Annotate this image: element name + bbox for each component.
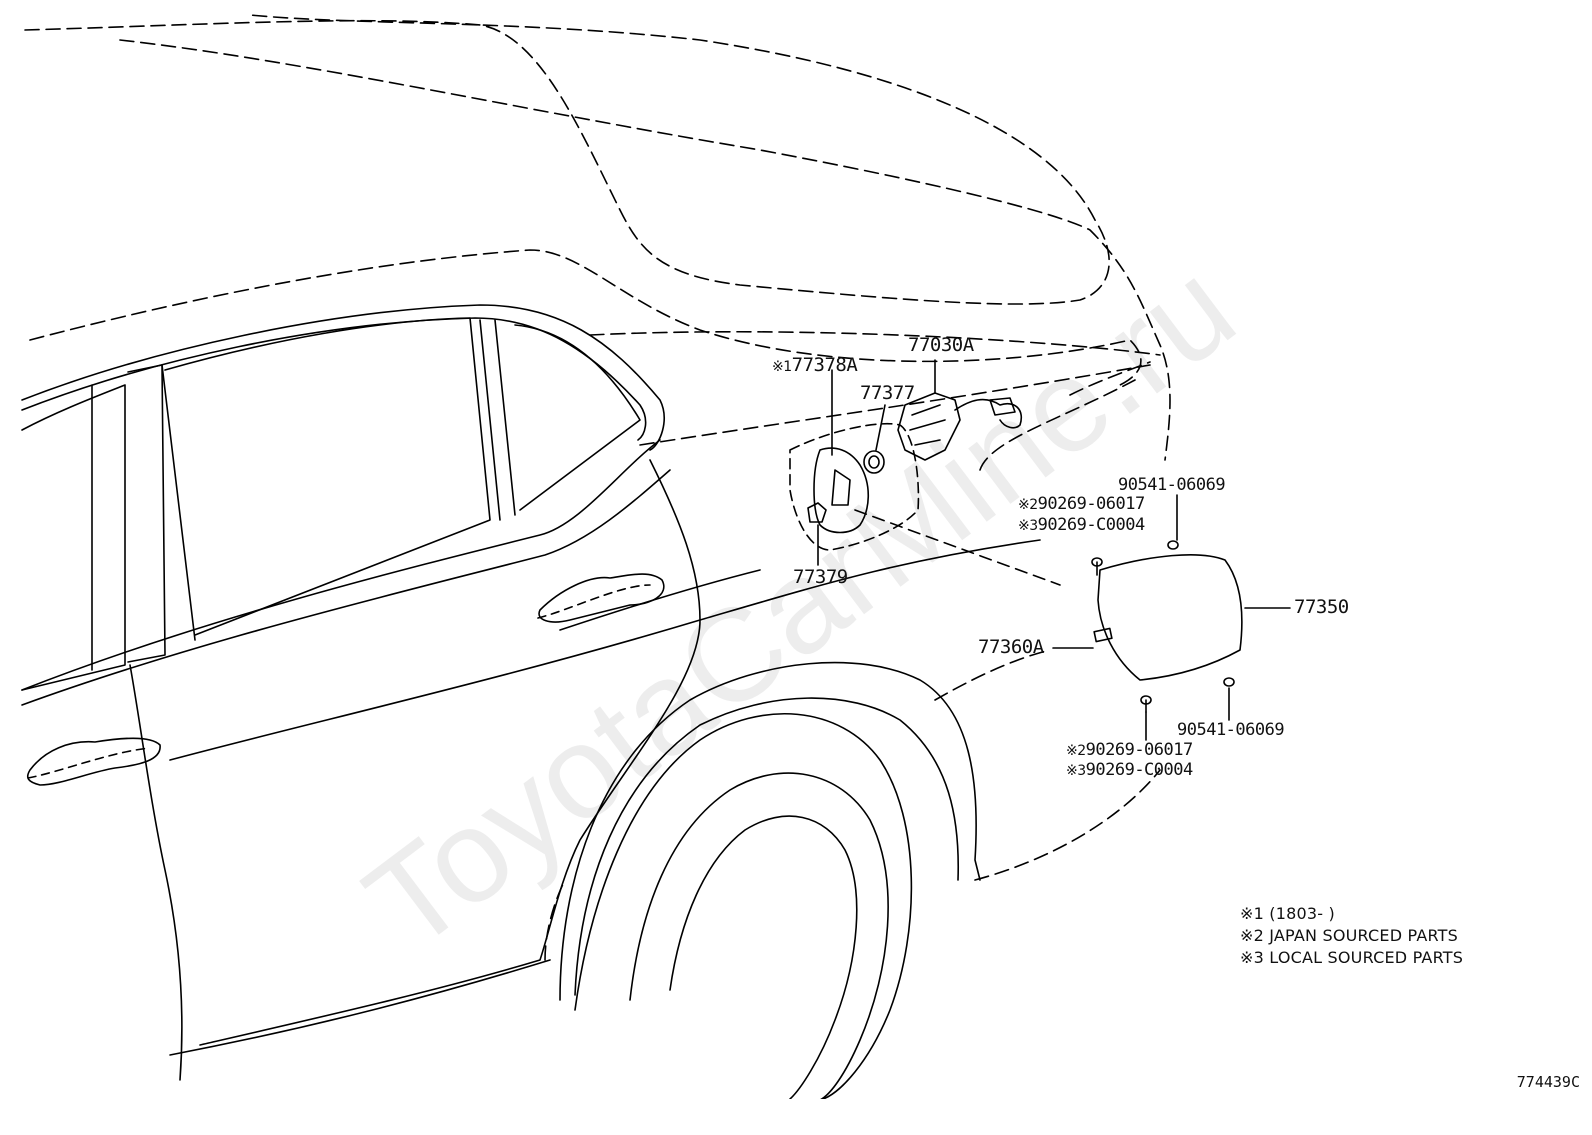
legend-note-1: ※1 (1803- ) [1240,904,1335,923]
label-77360A: 77360A [978,636,1044,658]
wheel-arch [559,661,981,1001]
rear-top-line [1069,361,1151,396]
belt-line-2 [21,469,671,706]
c-pillar-outline [29,249,1142,386]
bolt-90541-bottom [1223,677,1235,687]
label-77030A: 77030A [908,334,974,356]
note-mark: ※1 [772,359,792,375]
label-90541-06069-top: 90541-06069 [1118,475,1226,495]
b-pillar-right2 [161,364,196,641]
note-mark: ※2 [1018,497,1038,513]
arch-dashed [544,879,566,961]
label-90269-06017-bottom: ※290269-06017 [1066,742,1193,759]
label-90541-06069-bottom: 90541-06069 [1177,720,1285,740]
fuel-inlet-box [789,422,920,551]
tire-outer [574,713,913,1099]
part-77030A-actuator [897,392,961,461]
car-body-diagram [21,14,1291,1099]
quarter-glass-rear [514,324,641,511]
rear-bumper-2 [934,649,1051,701]
part-77378A-inner [831,469,851,506]
label-90269-06017-top-text: 90269-06017 [1037,494,1146,514]
label-77378A-text: 77378A [791,354,858,376]
figure-code: 774439C [1516,1073,1580,1091]
part-77378A-housing [813,447,870,534]
part-77379-clip [807,502,827,523]
window-frame-inner [21,317,647,441]
bolt-90269-top [1091,557,1103,576]
rear-door-handle [538,573,665,623]
quarter-lower-line [559,569,761,631]
rear-quarter-glass [479,319,501,521]
rear-door-handle-recess [537,584,651,619]
rear-bumper [974,769,1161,881]
label-77379: 77379 [793,566,848,588]
lamp-top [979,379,1136,471]
legend-note-3: ※3 LOCAL SOURCED PARTS [1240,948,1464,967]
part-77030A-connector [989,397,1016,416]
wheel-arch-inner [574,697,960,996]
rear-door-glass [164,317,491,636]
leader-77377 [875,404,886,451]
rear-window-outline [119,39,1171,461]
leader-dashed-77350 [854,509,1061,586]
part-77377-grommet [863,450,885,474]
label-90269-C0004-bottom: ※390269-C0004 [1066,762,1193,779]
part-77030A-actuator-detail [909,404,946,446]
label-90269-C0004-top: ※390269-C0004 [1018,517,1145,534]
label-77378A: ※177378A [772,354,858,376]
lower-rocker [169,959,551,1056]
part-77030A-cable [954,398,1022,429]
bolt-90269-bottom [1140,695,1152,713]
front-door-handle-recess [27,747,151,779]
label-90269-06017-bottom-text: 90269-06017 [1085,740,1194,760]
door-glass-front [21,384,126,691]
legend-note-2: ※2 JAPAN SOURCED PARTS [1240,926,1459,945]
part-77377-grommet-inner [868,455,880,469]
label-90269-C0004-bottom-text: 90269-C0004 [1085,760,1194,780]
quarter-shoulder [639,364,1151,446]
label-77350: 77350 [1294,596,1349,618]
note-mark: ※2 [1066,743,1086,759]
note-mark: ※3 [1066,763,1086,779]
b-pillar-right [127,364,166,663]
deck-line [589,330,1161,356]
bolt-90541-top [1167,540,1179,550]
front-door-handle [26,737,161,786]
rear-door-cut [199,459,701,1046]
quarter-glass-inner [494,319,516,516]
part-77350-fuel-lid [1097,554,1243,681]
roof-outline [24,14,1110,305]
character-line [169,539,1041,761]
part-77360A-hinge [1093,627,1113,643]
label-77377: 77377 [860,382,915,404]
window-belt [21,439,661,691]
label-90269-06017-top: ※290269-06017 [1018,496,1145,513]
tire-rim [669,815,858,1099]
tire-inner [629,772,889,1099]
label-90269-C0004-top-text: 90269-C0004 [1037,515,1146,535]
rear-door-edge [129,664,183,1081]
window-frame-outer [21,304,665,451]
note-mark: ※3 [1018,518,1038,534]
